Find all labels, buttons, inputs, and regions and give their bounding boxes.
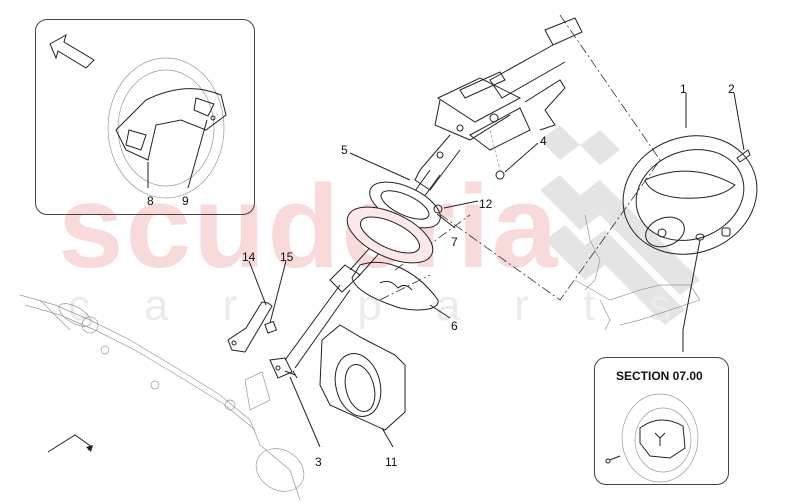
steering-rack — [19, 294, 305, 501]
callout-9: 9 — [182, 194, 189, 208]
inset-drawing — [49, 33, 227, 199]
bracket — [574, 214, 701, 331]
inset-section-0700[interactable]: SECTION 07.00 — [594, 357, 729, 485]
callout-7[interactable]: 7 — [451, 235, 458, 249]
callout-11[interactable]: 11 — [385, 455, 398, 469]
nut-12 — [433, 204, 443, 214]
steering-wheel — [622, 135, 758, 255]
section-steering-wheel-drawing — [605, 393, 699, 483]
trim-ring — [346, 181, 441, 264]
callout-15[interactable]: 15 — [280, 250, 294, 264]
lever — [227, 301, 273, 353]
bushing — [264, 320, 278, 334]
callout-3[interactable]: 3 — [315, 455, 322, 469]
nut-4 — [495, 170, 505, 180]
bolt — [284, 370, 298, 379]
callout-6[interactable]: 6 — [451, 319, 458, 333]
steering-column-upper — [434, 17, 583, 151]
leader-lines — [248, 92, 745, 448]
callout-1[interactable]: 1 — [680, 82, 687, 96]
callout-5[interactable]: 5 — [341, 143, 348, 157]
callout-14[interactable]: 14 — [242, 250, 256, 264]
screw-2 — [736, 149, 751, 163]
callout-8: 8 — [147, 194, 154, 208]
direction-arrow-icon — [49, 33, 95, 69]
column-shroud — [319, 324, 406, 431]
inset-detail-trim: 8 9 — [35, 19, 255, 215]
section-title: SECTION 07.00 — [616, 369, 703, 383]
cover — [351, 261, 439, 311]
callout-4[interactable]: 4 — [540, 134, 547, 148]
callout-2[interactable]: 2 — [728, 82, 735, 96]
callout-12[interactable]: 12 — [479, 197, 493, 211]
